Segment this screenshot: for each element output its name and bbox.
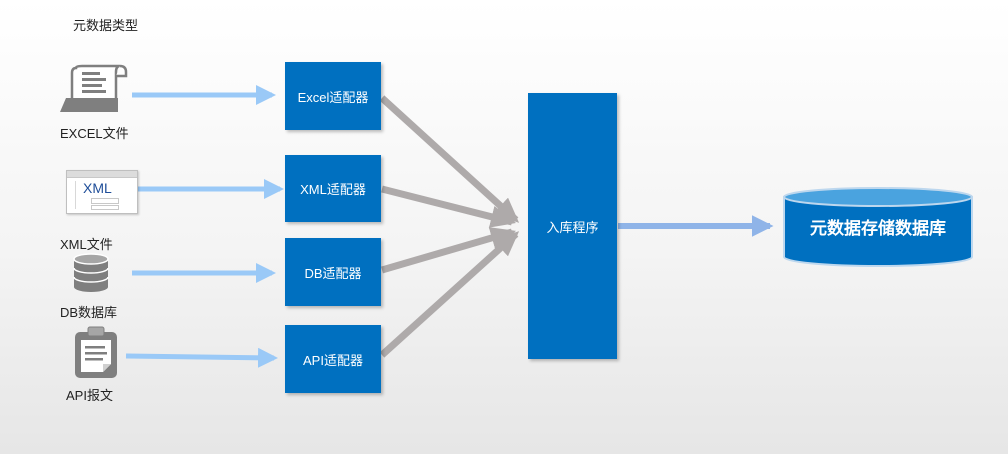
- xml-icon-text: XML: [83, 180, 112, 196]
- arrow-xml-adapter-to-loader: [381, 185, 517, 228]
- adapter-xml: XML适配器: [285, 155, 381, 222]
- source-label-excel: EXCEL文件: [60, 126, 129, 141]
- arrow-db-adapter-to-loader: [381, 227, 517, 274]
- adapter-excel: Excel适配器: [285, 62, 381, 130]
- metadata-db-cylinder: [783, 187, 973, 267]
- metadata-db-label: 元数据存储数据库: [810, 219, 946, 238]
- adapter-api: API适配器: [285, 325, 381, 393]
- ingest-program-box: 入库程序: [528, 93, 617, 359]
- clipboard-icon: [75, 326, 117, 378]
- adapter-db: DB适配器: [285, 238, 381, 306]
- source-label-api: API报文: [66, 388, 113, 403]
- xml-window-icon: XML: [66, 170, 138, 214]
- source-label-db: DB数据库: [60, 305, 118, 320]
- diagram-title: 元数据类型: [73, 18, 139, 33]
- arrow-api-to-adapter: [125, 347, 278, 368]
- arrow-api-adapter-to-loader: [379, 231, 520, 358]
- database-icon: [73, 253, 109, 292]
- document-scroll-icon: [60, 64, 128, 112]
- source-label-xml: XML文件: [60, 237, 113, 252]
- arrow-excel-adapter-to-loader: [379, 95, 520, 223]
